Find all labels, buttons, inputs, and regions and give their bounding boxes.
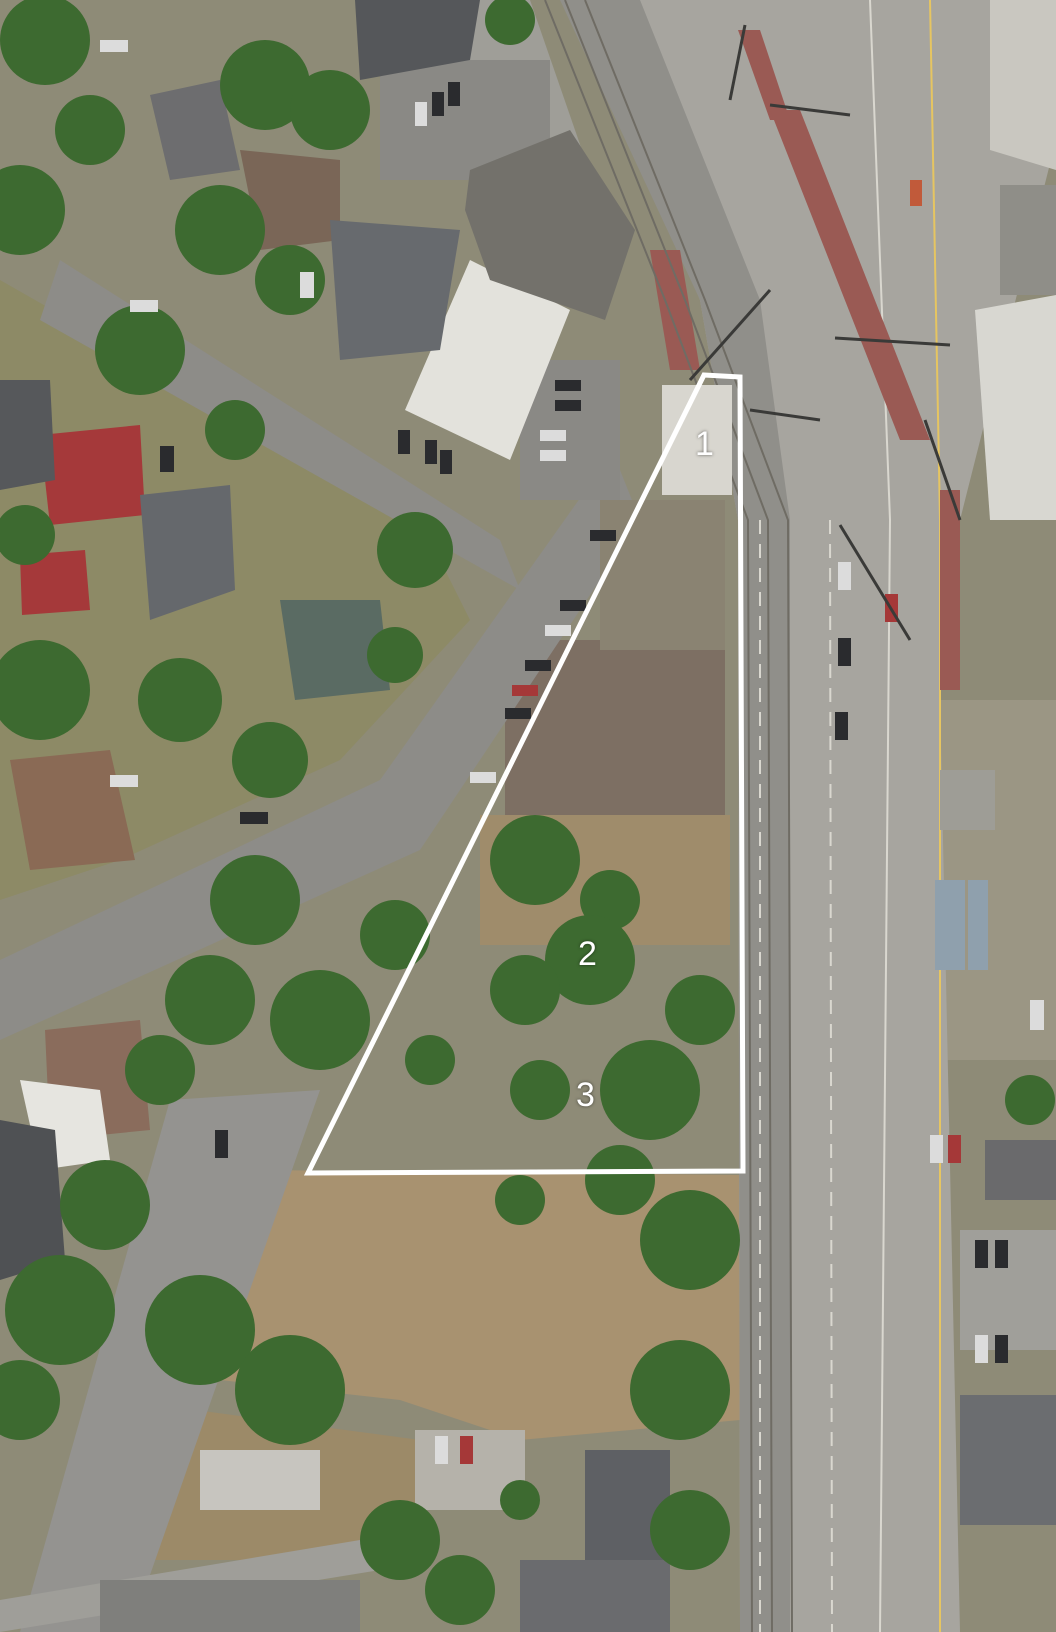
lot-2-label: 2: [578, 935, 597, 973]
lot-1-label: 1: [695, 425, 714, 463]
cars: [100, 40, 1044, 1464]
light-poles: [688, 24, 962, 641]
parcel-outline: [303, 372, 746, 1176]
parking-lots: [380, 60, 1056, 1510]
lot-3-label: 3: [576, 1076, 595, 1114]
